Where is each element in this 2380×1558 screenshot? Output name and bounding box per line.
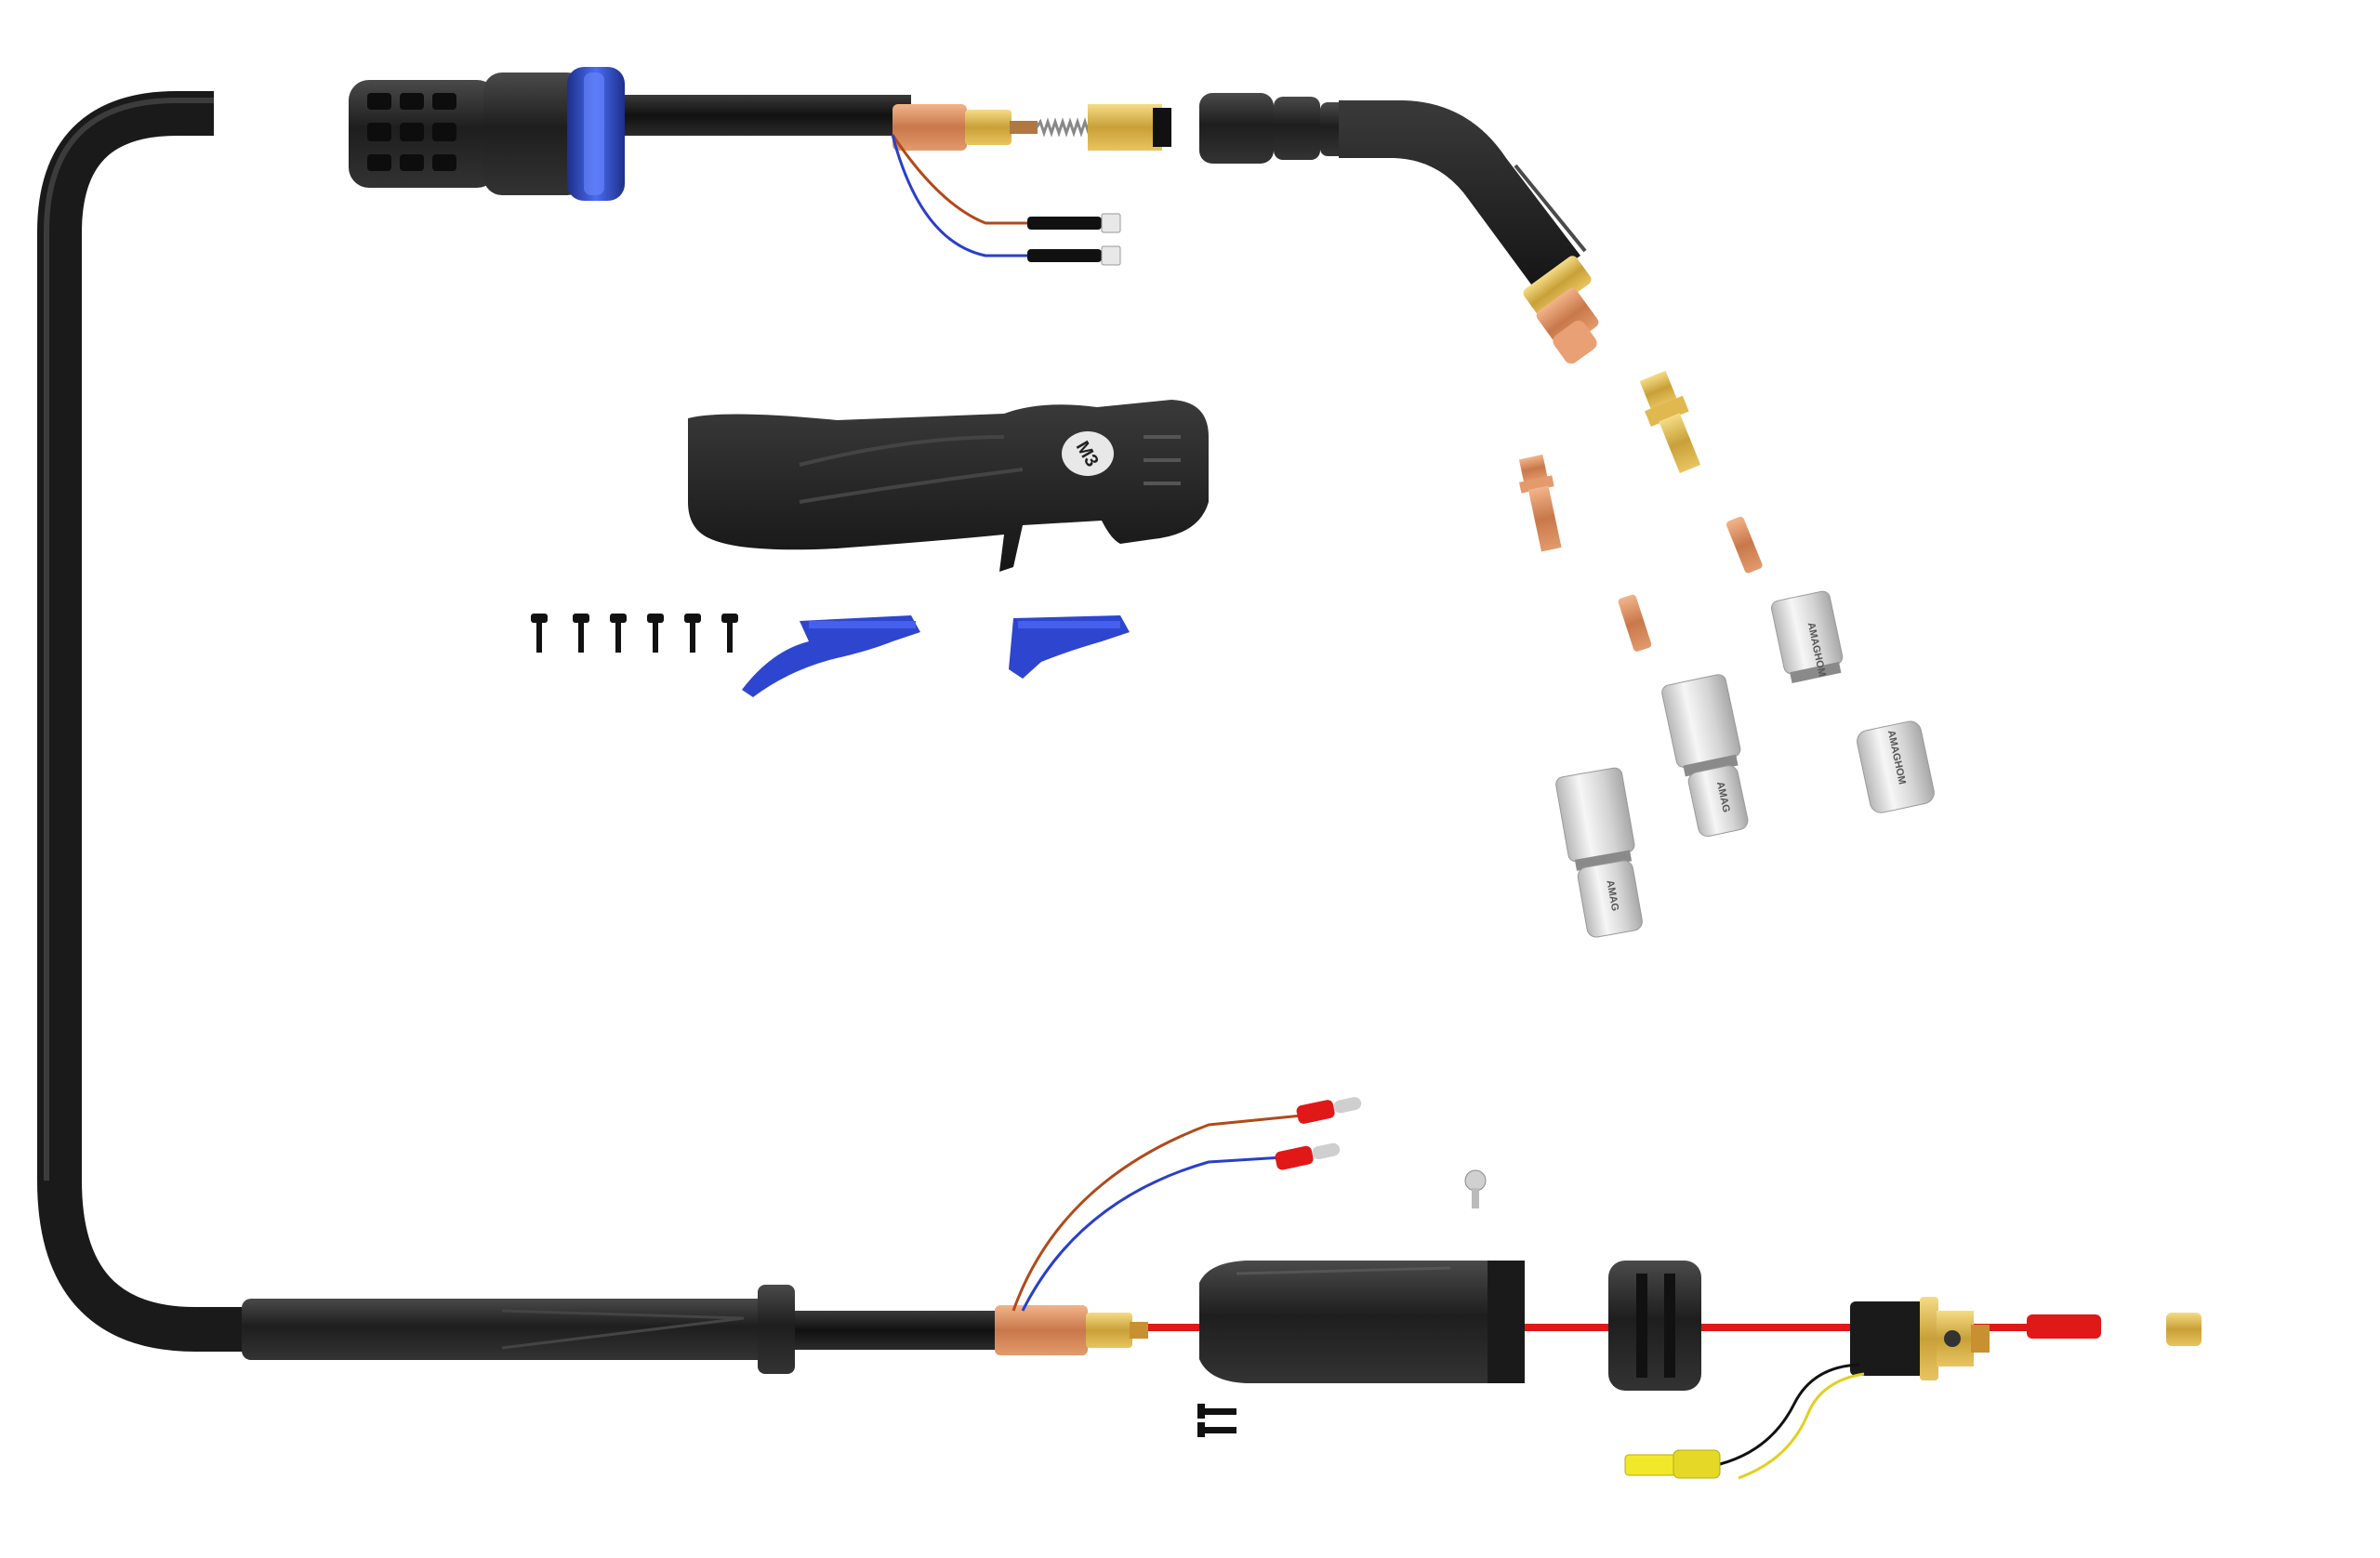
- yellow-wire-black: [1719, 1363, 1860, 1466]
- trigger-icon: [742, 615, 1130, 697]
- euro-connector-icon: [1850, 1297, 2202, 1380]
- nozzle-brand-label-3: AMAG: [1604, 879, 1620, 912]
- rear-cable-sleeve: [242, 1299, 781, 1360]
- screw-pair-icon: [1197, 1404, 1236, 1437]
- red-terminal-2: [1275, 1142, 1341, 1170]
- yellow-wire-yellow: [1738, 1372, 1865, 1480]
- torch-gooseneck-icon: [1199, 93, 1599, 364]
- rear-wire-brown: [1012, 1114, 1302, 1312]
- top-wire-brown: [891, 134, 1032, 225]
- blue-locking-ring: [567, 67, 625, 201]
- top-terminal-2: [1027, 249, 1102, 262]
- top-wire-blue: [891, 134, 1032, 257]
- rear-wire-blue: [1021, 1155, 1284, 1312]
- yellow-terminal: [1624, 1449, 1721, 1479]
- cable-strain-relief-top: [349, 73, 586, 195]
- top-copper-fitting: [892, 104, 1171, 151]
- cable-top-segment: [595, 95, 911, 136]
- red-terminal-1: [1296, 1097, 1362, 1124]
- union-nut: [1608, 1261, 1701, 1391]
- rear-cable-cap: [758, 1285, 795, 1374]
- handle-icon: M3: [688, 400, 1209, 572]
- top-terminal-1: [1027, 217, 1102, 230]
- rear-housing: [1199, 1261, 1525, 1383]
- rear-cable-segment: [795, 1311, 999, 1350]
- main-cable-highlight: [44, 98, 214, 1181]
- screw-icon: [531, 614, 738, 653]
- small-screw-icon: [1464, 1169, 1487, 1208]
- liner-spring: [1035, 117, 1094, 138]
- rear-copper-fitting: [995, 1305, 1148, 1355]
- nozzle-icon: AMAGHOM AMAG AMAG AMAGHOM: [1555, 590, 1935, 938]
- main-cable: [37, 91, 260, 1352]
- contact-tip-icon: [1518, 370, 1763, 652]
